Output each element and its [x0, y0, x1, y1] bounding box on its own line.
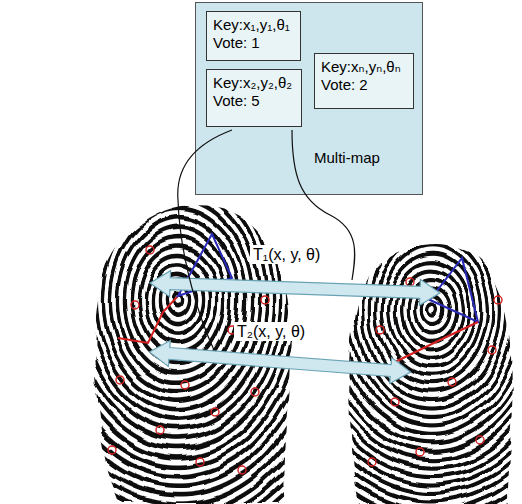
key-text: Key:xₙ,yₙ,θₙ — [321, 58, 401, 76]
key-text: Key:x₁,y₁,θ₁ — [213, 16, 290, 34]
key-vote-box: Key:x₂,y₂,θ₂Vote: 5 — [206, 69, 302, 127]
key-text: Key:x₂,y₂,θ₂ — [213, 74, 292, 92]
minutiae-circles — [108, 246, 502, 474]
map-title: Multi-map — [314, 149, 380, 167]
vote-text: Vote: 2 — [321, 76, 368, 94]
leader-line — [292, 130, 355, 280]
minutiae-red-lines — [395, 322, 478, 362]
vote-text: Vote: 5 — [213, 92, 260, 110]
minutiae-blue-triangle — [430, 258, 478, 322]
transform-arrow — [148, 339, 411, 385]
transform-label: T₂(x, y, θ) — [234, 322, 308, 341]
minutiae-red-lines — [118, 296, 178, 343]
vote-text: Vote: 1 — [213, 34, 260, 52]
leader-line — [178, 130, 232, 350]
transform-label: T₁(x, y, θ) — [250, 245, 323, 264]
key-vote-box: Key:x₁,y₁,θ₁Vote: 1 — [206, 11, 301, 61]
multimap-box: Multi-map Key:x₁,y₁,θ₁Vote: 1 Key:x₂,y₂,θ₂… — [195, 2, 423, 195]
transform-arrow — [150, 270, 441, 306]
key-vote-box: Key:xₙ,yₙ,θₙVote: 2 — [314, 53, 414, 109]
